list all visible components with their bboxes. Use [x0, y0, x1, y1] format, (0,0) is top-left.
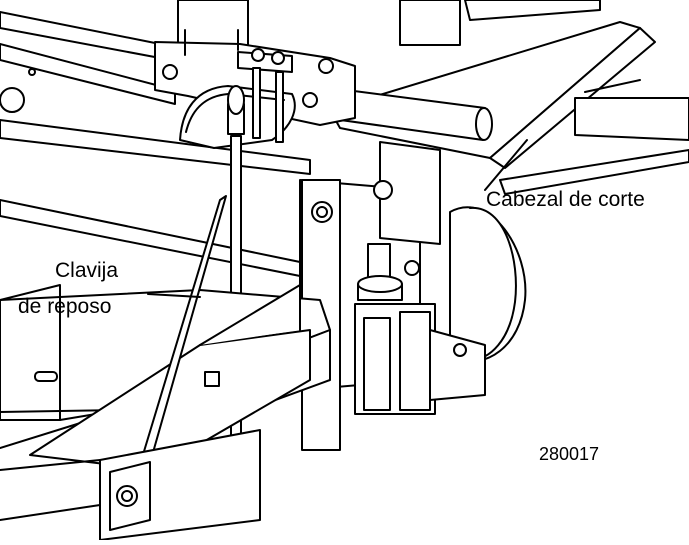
cutting-head-label: Cabezal de corte — [486, 188, 645, 211]
bottom-plate — [0, 429, 261, 541]
cutting-head-leader — [484, 139, 528, 191]
pin-holder-plate — [179, 67, 296, 149]
figure-number: 280017 — [539, 444, 599, 464]
rest-pin-leader — [147, 293, 201, 298]
deck-plate — [29, 284, 311, 471]
gauge-wheel — [449, 206, 527, 364]
rest-pin-label-line2: de reposo — [18, 295, 111, 318]
adjuster-assembly — [357, 243, 420, 301]
rest-pin-label-line1: Clavija — [55, 259, 118, 282]
lower-bracket — [354, 303, 486, 415]
